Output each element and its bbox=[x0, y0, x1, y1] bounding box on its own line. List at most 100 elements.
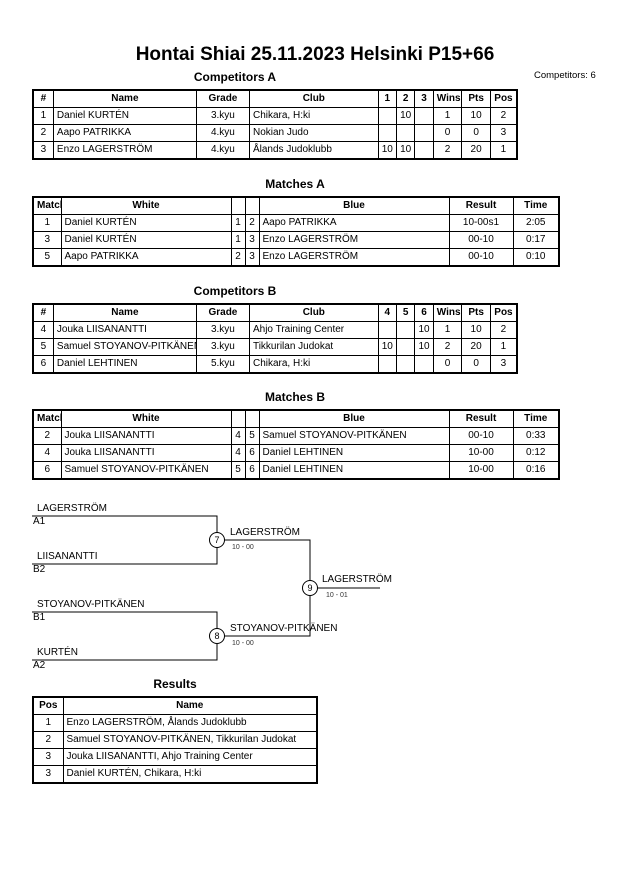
table-cell: 3 bbox=[489, 355, 518, 374]
bracket-semi2-winner: STOYANOV-PITKÄNEN bbox=[230, 623, 338, 634]
table-cell: Aapo PATRIKKA bbox=[60, 248, 232, 267]
column-header: Name bbox=[62, 696, 318, 715]
bracket-semi1-score: 10 - 00 bbox=[232, 544, 254, 551]
table-cell: Ålands Judoklubb bbox=[248, 141, 379, 160]
results-title: Results bbox=[153, 677, 197, 691]
table-cell: 0:17 bbox=[512, 231, 560, 249]
bracket-semi1-top-name: LAGERSTRÖM bbox=[37, 503, 108, 514]
table-cell: 3.kyu bbox=[195, 338, 250, 356]
table-cell: 2 bbox=[432, 338, 463, 356]
table-cell: 20 bbox=[461, 338, 491, 356]
table-cell: Enzo LAGERSTRÖM, Ålands Judoklubb bbox=[62, 714, 318, 732]
bracket-match-9-marker: 9 bbox=[302, 580, 318, 596]
table-cell: Daniel LEHTINEN bbox=[52, 355, 197, 374]
page-title: Hontai Shiai 25.11.2023 Helsinki P15+66 bbox=[135, 44, 495, 65]
table-cell: 2 bbox=[32, 731, 64, 749]
table-cell: 1 bbox=[489, 338, 518, 356]
table-cell: 20 bbox=[461, 141, 491, 160]
table-cell: Daniel LEHTINEN bbox=[258, 461, 450, 480]
table-cell bbox=[414, 124, 434, 142]
table-cell: 4.kyu bbox=[195, 124, 250, 142]
bracket-semi2-bottom-pos: A2 bbox=[33, 660, 46, 671]
table-cell bbox=[414, 141, 434, 160]
table-cell: 6 bbox=[32, 355, 54, 374]
table-cell bbox=[414, 355, 434, 374]
table-cell: 5 bbox=[32, 338, 54, 356]
matches-a-title: Matches A bbox=[265, 177, 325, 191]
bracket-semi2-top-name: STOYANOV-PITKÄNEN bbox=[37, 599, 145, 610]
table-cell: 4.kyu bbox=[195, 141, 250, 160]
bracket-final-winner: LAGERSTRÖM bbox=[322, 574, 393, 585]
table-cell: 10 bbox=[461, 321, 491, 339]
table-cell: 5.kyu bbox=[195, 355, 250, 374]
matches-b-title: Matches B bbox=[264, 390, 326, 404]
table-cell: Samuel STOYANOV-PITKÄNEN, Tikkurilan Jud… bbox=[62, 731, 318, 749]
table-cell: 0 bbox=[432, 124, 463, 142]
final-lines-upper bbox=[217, 539, 311, 637]
bracket-match-7-marker: 7 bbox=[209, 532, 225, 548]
bracket-semi1-bottom-name: LIISANANTTI bbox=[37, 551, 98, 562]
table-cell: 3 bbox=[32, 765, 64, 784]
table-cell: 0 bbox=[461, 355, 491, 374]
table-cell: 0 bbox=[461, 124, 491, 142]
bracket-semi1-bottom-pos: B2 bbox=[33, 564, 46, 575]
column-header: Pos bbox=[32, 696, 64, 715]
competitors-a-title: Competitors A bbox=[193, 70, 277, 84]
competitors-b-title: Competitors B bbox=[193, 284, 277, 298]
table-cell: 3 bbox=[489, 124, 518, 142]
table-cell: 2:05 bbox=[512, 214, 560, 232]
table-cell: Enzo LAGERSTRÖM bbox=[258, 248, 450, 267]
table-cell: 1 bbox=[432, 321, 463, 339]
bracket-semi2-score: 10 - 00 bbox=[232, 640, 254, 647]
table-cell: 0:10 bbox=[512, 248, 560, 267]
bracket-semi1-top-pos: A1 bbox=[33, 516, 46, 527]
table-cell: 2 bbox=[432, 141, 463, 160]
column-header: Wins bbox=[432, 89, 463, 108]
bracket-final-score: 10 - 01 bbox=[326, 592, 348, 599]
table-cell: 0:12 bbox=[512, 444, 560, 462]
table-cell: 1 bbox=[489, 141, 518, 160]
bracket-semi2-top-pos: B1 bbox=[33, 612, 46, 623]
table-cell: 0 bbox=[432, 355, 463, 374]
table-cell: 1 bbox=[32, 714, 64, 732]
table-cell: Jouka LIISANANTTI, Ahjo Training Center bbox=[62, 748, 318, 766]
table-cell: Daniel KURTÉN, Chikara, H:ki bbox=[62, 765, 318, 784]
table-cell: 3 bbox=[32, 141, 54, 160]
table-cell: 0:16 bbox=[512, 461, 560, 480]
bracket-semi2-bottom-name: KURTÉN bbox=[37, 647, 78, 658]
table-cell: 2 bbox=[32, 124, 54, 142]
table-cell: 10 bbox=[414, 338, 434, 356]
table-cell: Nokian Judo bbox=[248, 124, 379, 142]
table-cell: Chikara, H:ki bbox=[248, 355, 379, 374]
competitors-count: Competitors: 6 bbox=[534, 70, 596, 81]
bracket-match-8-marker: 8 bbox=[209, 628, 225, 644]
table-cell: 3 bbox=[32, 748, 64, 766]
table-cell: Daniel KURTÉN bbox=[60, 231, 232, 249]
